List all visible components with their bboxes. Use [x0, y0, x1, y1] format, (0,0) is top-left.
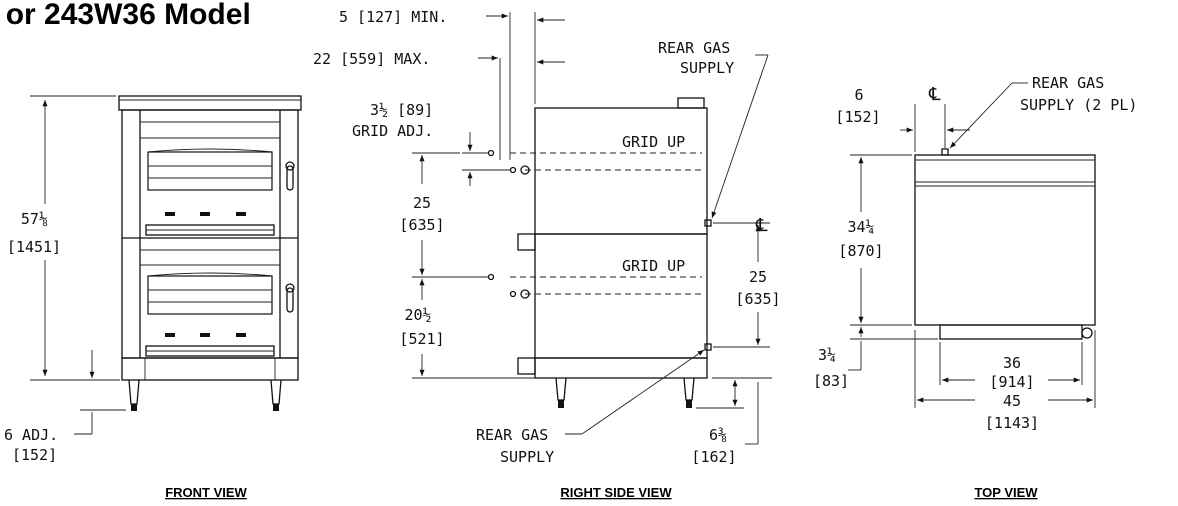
top-depth-in: 34¼: [847, 218, 874, 236]
side-grid-up-upper: GRID UP: [622, 133, 685, 151]
top-overall-mm: [1143]: [985, 414, 1039, 432]
grid-knob-icon: [520, 289, 530, 299]
side-grid-adj-in: 3½ [89]: [370, 101, 433, 119]
top-offset-in: 6: [854, 86, 863, 104]
top-bump-mm: [83]: [813, 372, 849, 390]
knob-icon: [236, 212, 246, 216]
top-view: [848, 82, 1096, 408]
knob-icon: [200, 333, 210, 337]
handle-icon: [286, 287, 294, 313]
front-view: [30, 95, 302, 435]
knob-icon: [1081, 327, 1093, 339]
top-overall-in: 45: [1003, 392, 1021, 410]
top-width-mm: [914]: [989, 373, 1034, 391]
knob-icon: [200, 212, 210, 216]
side-rear-gas-bot-2: SUPPLY: [500, 448, 554, 466]
top-depth-mm: [870]: [838, 242, 883, 260]
front-height-in: 57⅛: [21, 210, 48, 228]
side-upper-in: 25: [413, 194, 431, 212]
top-bump-in: 3¼: [818, 346, 836, 364]
side-min-clear: 5 [127] MIN.: [339, 8, 447, 26]
knob-icon: [165, 212, 175, 216]
top-view-label: TOP VIEW: [974, 485, 1038, 500]
side-lower-mm: [521]: [399, 330, 444, 348]
side-gas-span-in: 25: [749, 268, 767, 286]
side-upper-mm: [635]: [399, 216, 444, 234]
side-leg-in: 6⅜: [709, 426, 727, 444]
side-grid-adj-label: GRID ADJ.: [352, 122, 433, 140]
front-adj-in: 6 ADJ.: [4, 426, 58, 444]
grid-knob-icon: [520, 165, 530, 175]
front-adj-mm: [152]: [12, 446, 57, 464]
side-gas-span-mm: [635]: [735, 290, 780, 308]
top-offset-mm: [152]: [835, 108, 880, 126]
side-rear-gas-top-1: REAR GAS: [658, 39, 730, 57]
top-centerline-icon: ℄: [928, 84, 941, 105]
handle-icon: [286, 165, 294, 191]
side-grid-up-lower: GRID UP: [622, 257, 685, 275]
side-leg-mm: [162]: [691, 448, 736, 466]
front-view-label: FRONT VIEW: [165, 485, 247, 500]
knob-icon: [236, 333, 246, 337]
top-width-in: 36: [1003, 354, 1021, 372]
model-title: 36 or 243W36 Model: [0, 0, 251, 31]
front-height-mm: [1451]: [7, 238, 61, 256]
side-rear-gas-bot-1: REAR GAS: [476, 426, 548, 444]
side-lower-in: 20½: [404, 306, 431, 324]
side-view-label: RIGHT SIDE VIEW: [560, 485, 672, 500]
side-view: [412, 12, 772, 445]
top-rear-gas-1: REAR GAS: [1032, 74, 1104, 92]
top-rear-gas-2: SUPPLY (2 PL): [1020, 96, 1137, 114]
side-centerline-icon: ℄: [755, 215, 768, 236]
side-rear-gas-top-2: SUPPLY: [680, 59, 734, 77]
knob-icon: [165, 333, 175, 337]
side-max-clear: 22 [559] MAX.: [313, 50, 430, 68]
